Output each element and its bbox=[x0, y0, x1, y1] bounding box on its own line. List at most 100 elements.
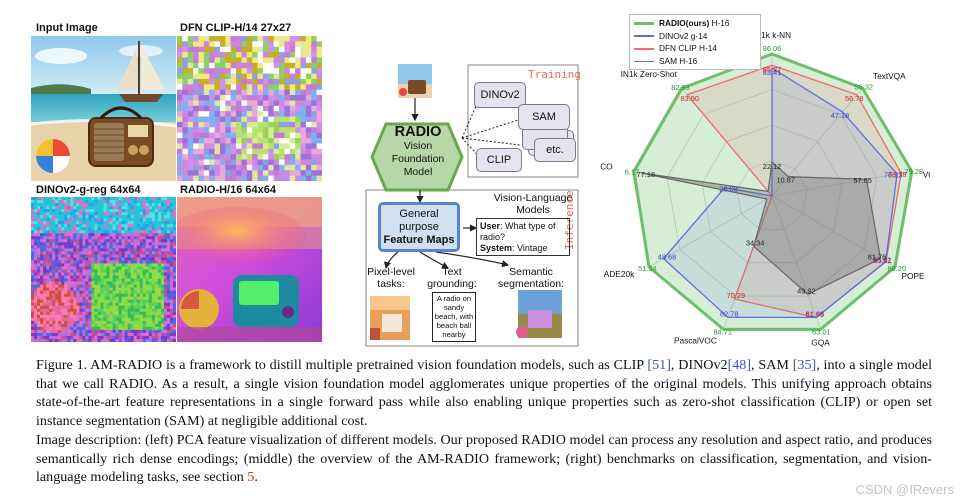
radar-axis-labels: IN1k k-NNTextVQAVQAv2POPEGQAPascalVOCADE… bbox=[600, 30, 930, 347]
value-label: 78.78 bbox=[888, 170, 907, 179]
legend-swatch bbox=[634, 48, 654, 50]
caption-p1c: , SAM bbox=[751, 357, 793, 373]
pixel-tasks1: Pixel-level bbox=[367, 266, 415, 278]
radio-sub1: Vision bbox=[403, 140, 433, 152]
value-label: 83.90 bbox=[680, 94, 699, 103]
value-label: 56.78 bbox=[845, 94, 864, 103]
vlm-title2: Models bbox=[516, 204, 550, 216]
legend-item: SAM H-16 bbox=[634, 55, 756, 68]
value-label: 85.62 bbox=[873, 256, 892, 265]
value-label: 81.76 bbox=[868, 253, 887, 262]
value-label: 63.01 bbox=[812, 327, 831, 336]
citation-sam[interactable]: [35] bbox=[792, 357, 817, 373]
watermark: CSDN @IRevers bbox=[855, 482, 954, 497]
axis-label: POPE bbox=[901, 271, 925, 281]
vlm-title: Vision-Language Models bbox=[490, 192, 576, 216]
dfn-clip-feature-map bbox=[177, 36, 322, 181]
value-label: 28.08 bbox=[719, 184, 738, 193]
axis-label: GQA bbox=[811, 337, 830, 347]
value-label: 86.20 bbox=[887, 264, 906, 273]
citation-dinov2[interactable]: [48] bbox=[727, 357, 752, 373]
axis-label: PascalVOC bbox=[674, 335, 717, 345]
axis-label: VQAv2 bbox=[923, 169, 930, 179]
feature-maps-block: General purpose Feature Maps bbox=[378, 202, 460, 252]
radio-sub3: Model bbox=[403, 166, 433, 178]
legend-swatch bbox=[634, 60, 654, 63]
radar-series bbox=[632, 52, 914, 331]
value-label: 61.73 bbox=[806, 310, 825, 319]
value-label: 34.34 bbox=[746, 239, 765, 248]
label-dfn-clip: DFN CLIP-H/14 27x27 bbox=[180, 22, 292, 34]
radar-chart: IN1k k-NNTextVQAVQAv2POPEGQAPascalVOCADE… bbox=[600, 30, 930, 347]
axis-label: COCO bbox=[600, 161, 613, 171]
citation-clip[interactable]: [51] bbox=[647, 357, 671, 373]
value-label: 82.93 bbox=[671, 83, 690, 92]
teacher-dinov2: DINOv2 bbox=[474, 82, 526, 108]
legend-item: DFN CLIP H-14 bbox=[634, 42, 756, 55]
value-label: 77.18 bbox=[637, 170, 656, 179]
value-label: 6.17 bbox=[625, 167, 639, 176]
value-label: 70.29 bbox=[727, 291, 746, 300]
value-label: 86.06 bbox=[763, 44, 782, 53]
axis-label: IN1k Zero-Shot bbox=[621, 69, 678, 79]
radar-value-labels: 86.0656.3279.2886.2063.0184.7151.346.178… bbox=[625, 44, 923, 336]
radar-series-radio bbox=[632, 52, 914, 331]
value-label: 76.23 bbox=[884, 171, 903, 180]
axis-label: TextVQA bbox=[873, 71, 906, 81]
value-label: 22.12 bbox=[763, 162, 782, 171]
feature-line1: General bbox=[399, 208, 439, 220]
diagram-connectors bbox=[365, 64, 579, 347]
teacher-etc: etc. bbox=[534, 138, 576, 162]
caption-paragraph-1: Figure 1. AM-RADIO is a framework to dis… bbox=[36, 356, 932, 431]
value-label: 82.78 bbox=[720, 310, 739, 319]
value-label: 85.27 bbox=[763, 65, 782, 74]
legend-swatch bbox=[634, 35, 654, 37]
legend-label: DINOv2 g-14 bbox=[659, 30, 708, 41]
text-grounding-label: Text grounding: bbox=[420, 266, 484, 290]
label-radio: RADIO-H/16 64x64 bbox=[180, 184, 276, 196]
vlm-title1: Vision-Language bbox=[493, 192, 573, 204]
value-label: 51.34 bbox=[638, 264, 657, 273]
caption-p2b: . bbox=[254, 469, 258, 486]
value-label: 57.65 bbox=[853, 176, 872, 185]
grounding-caption-box: A radio on sandy beach, with beach ball … bbox=[432, 292, 476, 342]
value-label: 10.87 bbox=[776, 176, 795, 185]
value-label: 84.71 bbox=[713, 327, 732, 336]
text-grounding1: Text bbox=[442, 266, 462, 278]
value-label: 79.28 bbox=[905, 167, 924, 176]
teacher-clip: CLIP bbox=[476, 148, 522, 172]
radio-title: RADIO bbox=[394, 124, 442, 140]
value-label: 49.92 bbox=[797, 287, 816, 296]
legend-label: DFN CLIP H-14 bbox=[659, 43, 717, 54]
legend-swatch bbox=[634, 21, 654, 25]
radar-spoke bbox=[771, 195, 821, 330]
radio-feature-map bbox=[177, 197, 322, 342]
user-label: User bbox=[480, 221, 501, 231]
caption-p1a: Figure 1. AM-RADIO is a framework to dis… bbox=[36, 357, 648, 373]
value-label: 85.91 bbox=[873, 256, 892, 265]
radio-sub2: Foundation bbox=[391, 153, 445, 165]
legend-label: SAM H-16 bbox=[659, 56, 698, 67]
radar-spoke bbox=[771, 86, 864, 197]
caption-p1b: , DINOv2 bbox=[670, 357, 728, 373]
feature-line2: purpose bbox=[399, 221, 439, 233]
label-input-image: Input Image bbox=[36, 22, 98, 34]
pixel-tasks2: tasks: bbox=[377, 278, 405, 290]
value-label: 83.41 bbox=[763, 68, 782, 77]
pixel-tasks-label: Pixel-level tasks: bbox=[366, 266, 416, 290]
dinov2-feature-map bbox=[31, 197, 176, 342]
axis-label: ADE20k bbox=[604, 269, 635, 279]
user-text: : What type of radio? bbox=[480, 221, 556, 242]
feature-line3: Feature Maps bbox=[383, 234, 455, 246]
radar-series-dinov2 bbox=[662, 67, 898, 319]
radar-ring bbox=[736, 160, 808, 230]
legend-label: RADIO(ours) H-16 bbox=[659, 18, 730, 28]
system-label: System bbox=[480, 243, 513, 253]
figure-caption: Figure 1. AM-RADIO is a framework to dis… bbox=[36, 356, 932, 487]
system-text: : Vintage bbox=[512, 243, 548, 253]
vlm-dialog: User: What type of radio? System: Vintag… bbox=[476, 218, 570, 256]
legend-item: RADIO(ours) H-16 bbox=[634, 17, 756, 30]
section-reference-link[interactable]: 5 bbox=[247, 469, 255, 486]
radio-model-block: RADIO Vision Foundation Model bbox=[375, 124, 461, 179]
